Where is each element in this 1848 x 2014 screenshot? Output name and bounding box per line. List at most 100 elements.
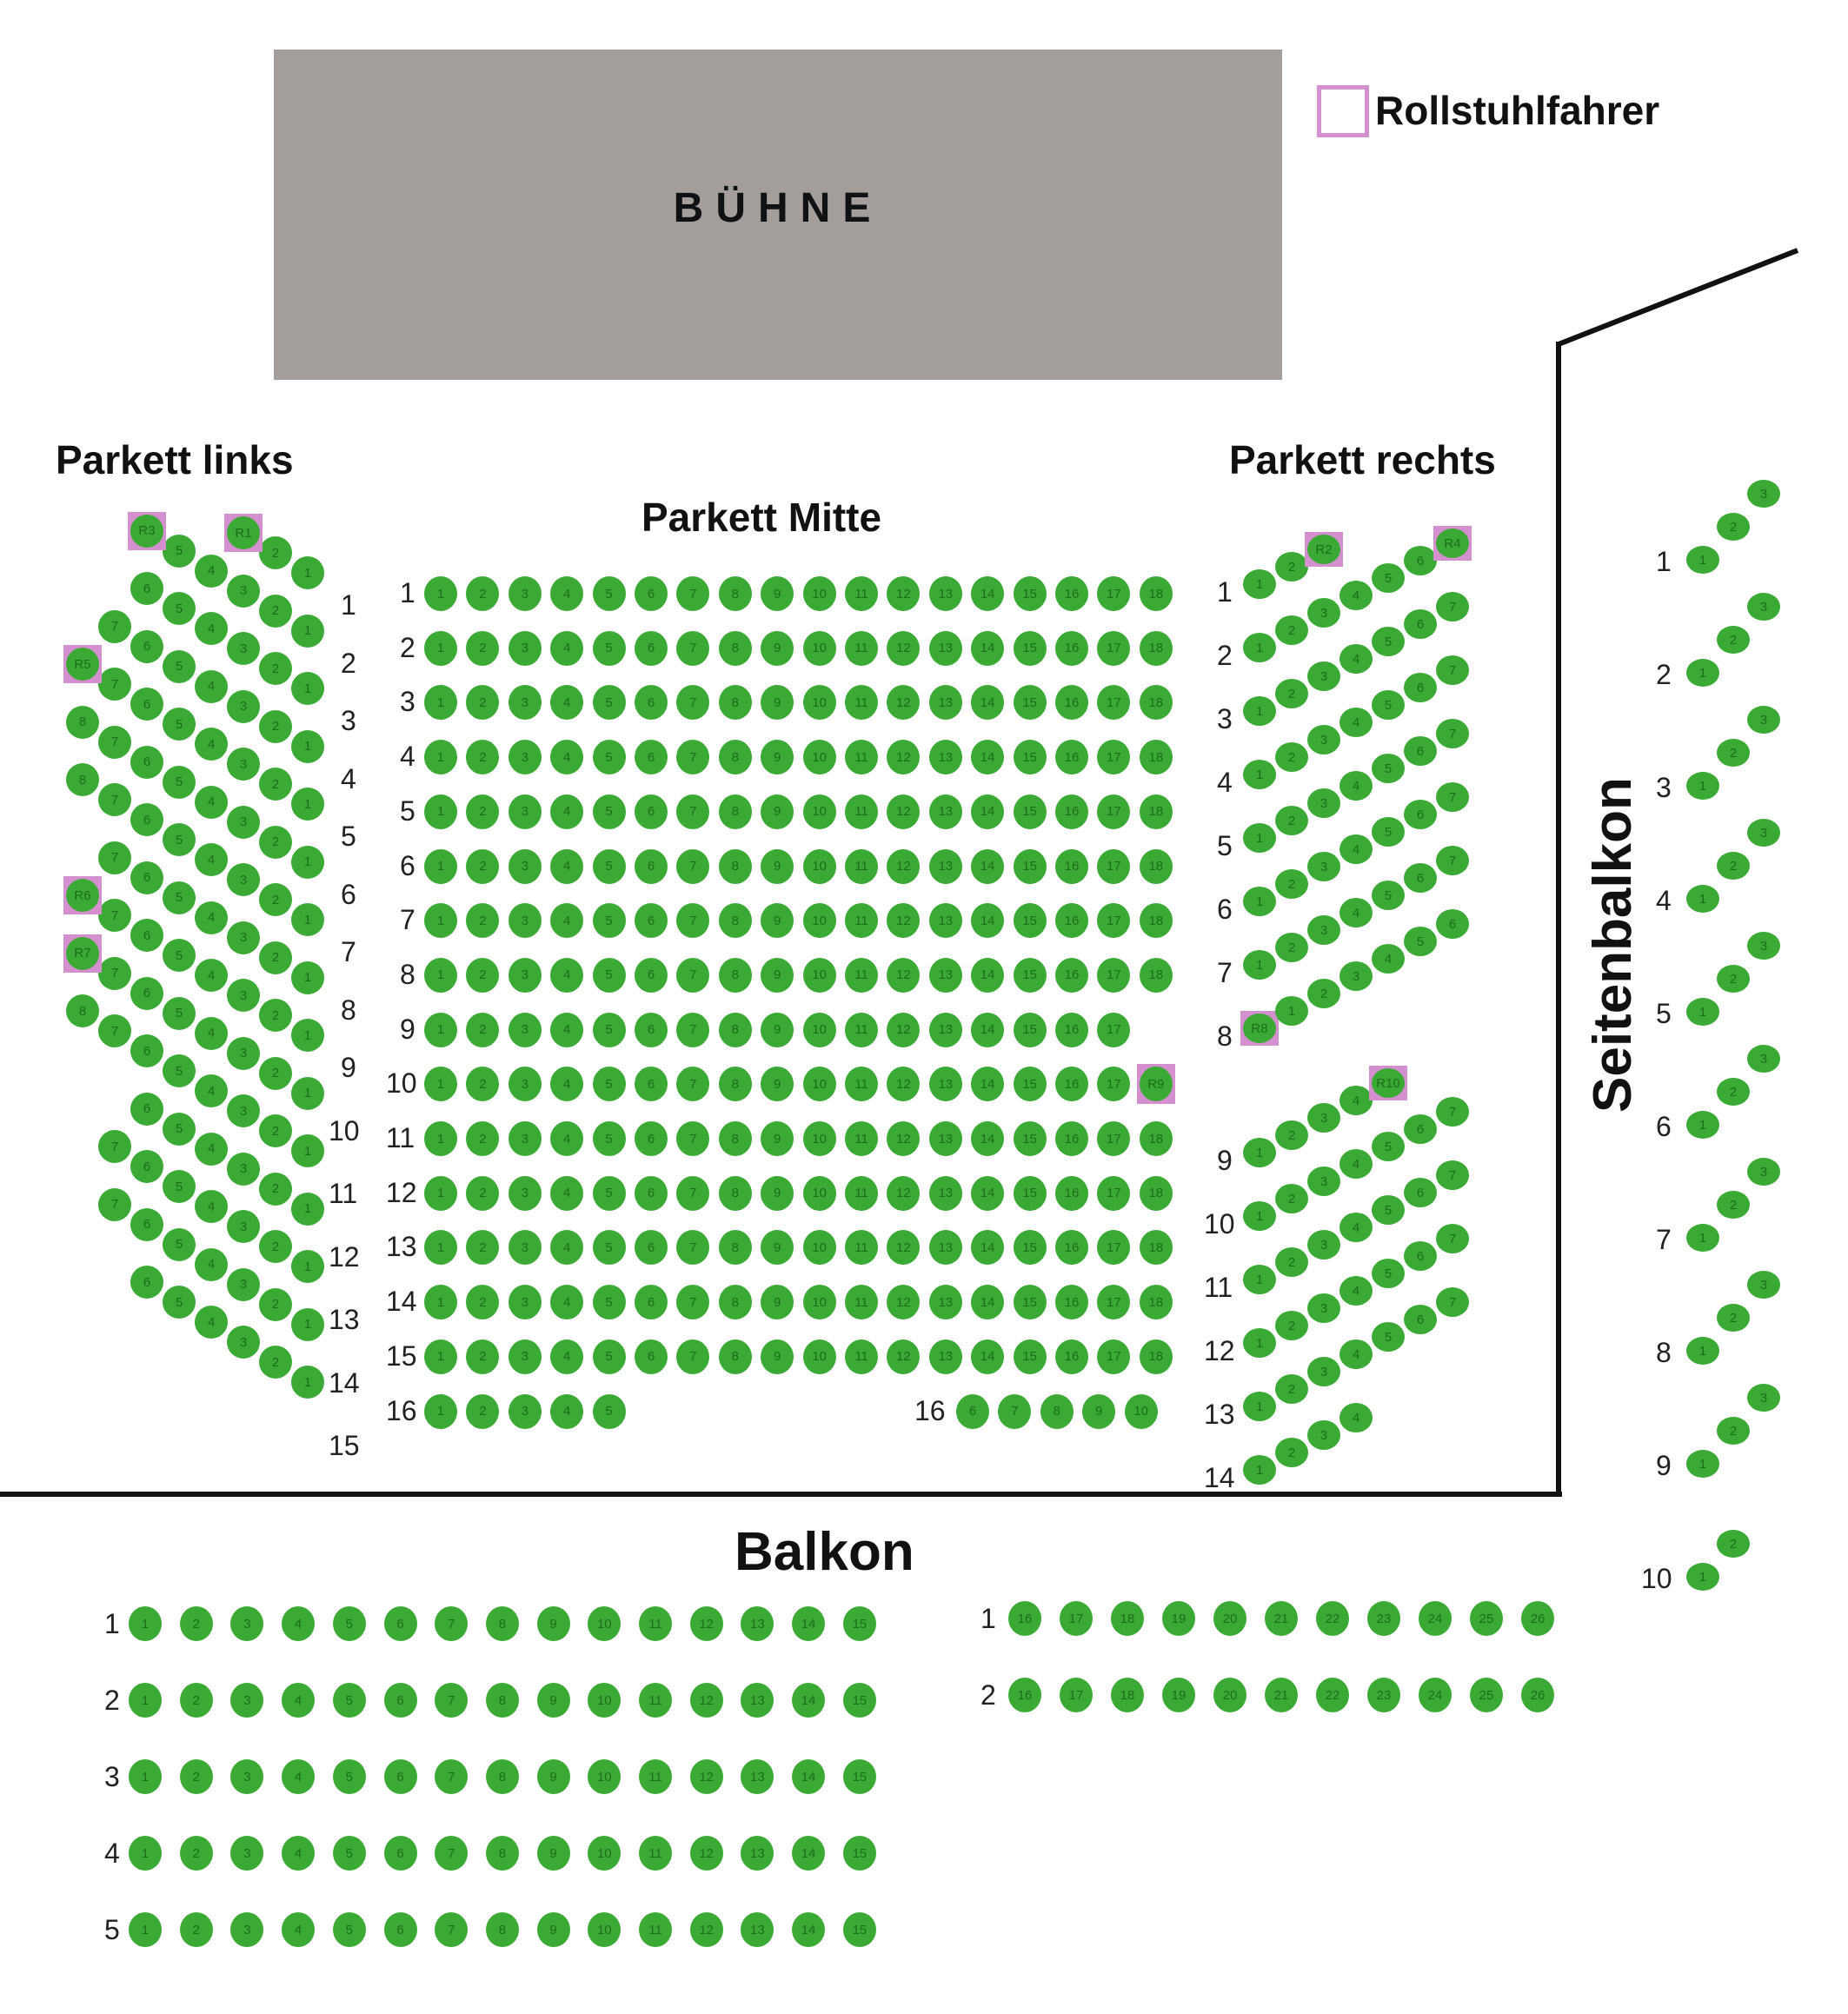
parkett-mitte-seat[interactable]: 3 xyxy=(508,794,542,829)
parkett-links-seat[interactable]: 4 xyxy=(195,669,228,703)
parkett-mitte-seat[interactable]: 15 xyxy=(1013,903,1047,939)
parkett-links-seat[interactable]: 3 xyxy=(227,689,260,723)
parkett-mitte-seat[interactable]: 18 xyxy=(1139,1285,1173,1320)
parkett-mitte-seat[interactable]: 8 xyxy=(718,1175,752,1211)
parkett-mitte-seat[interactable]: 11 xyxy=(845,1067,878,1102)
balkon-seat[interactable]: 3 xyxy=(230,1606,264,1641)
balkon-seat[interactable]: 14 xyxy=(792,1683,826,1718)
parkett-links-seat[interactable]: 3 xyxy=(227,1326,260,1359)
parkett-mitte-seat[interactable]: 7 xyxy=(676,903,710,939)
parkett-mitte-seat[interactable]: 12 xyxy=(887,685,921,721)
balkon-seat[interactable]: 23 xyxy=(1367,1678,1400,1712)
parkett-rechts-seat[interactable]: 4 xyxy=(1339,708,1373,737)
balkon-seat[interactable]: 3 xyxy=(230,1912,264,1947)
parkett-mitte-seat[interactable]: 10 xyxy=(802,1230,836,1266)
parkett-links-seat[interactable]: 1 xyxy=(291,1192,324,1226)
parkett-links-seat[interactable]: 7 xyxy=(98,899,131,932)
parkett-links-seat[interactable]: 3 xyxy=(227,574,260,608)
balkon-seat[interactable]: 11 xyxy=(639,1912,672,1947)
balkon-seat[interactable]: 2 xyxy=(179,1912,213,1947)
balkon-seat[interactable]: 12 xyxy=(689,1912,723,1947)
parkett-rechts-seat[interactable]: 6 xyxy=(1404,1114,1437,1144)
parkett-rechts-seat[interactable]: 4 xyxy=(1339,1339,1373,1369)
parkett-mitte-seat[interactable]: 12 xyxy=(887,1121,921,1156)
parkett-mitte-seat[interactable]: 10 xyxy=(802,1285,836,1320)
parkett-mitte-seat[interactable]: 3 xyxy=(508,1285,542,1320)
parkett-mitte-seat[interactable]: 1 xyxy=(424,1175,457,1211)
parkett-mitte-seat[interactable]: 13 xyxy=(928,740,962,775)
parkett-mitte-seat[interactable]: 1 xyxy=(424,1393,457,1429)
parkett-rechts-seat[interactable]: 4 xyxy=(1339,834,1373,864)
parkett-rechts-seat[interactable]: 3 xyxy=(1307,915,1340,945)
parkett-rechts-seat[interactable]: 7 xyxy=(1436,655,1469,685)
parkett-mitte-seat[interactable]: 13 xyxy=(928,848,962,884)
parkett-mitte-seat[interactable]: 7 xyxy=(676,576,710,611)
seitenbalkon-seat[interactable]: 1 xyxy=(1686,998,1719,1026)
seitenbalkon-seat[interactable]: 2 xyxy=(1717,1304,1750,1332)
parkett-mitte-seat[interactable]: 16 xyxy=(1055,903,1088,939)
parkett-mitte-seat[interactable]: 15 xyxy=(1013,1175,1047,1211)
parkett-mitte-seat[interactable]: 16 xyxy=(1055,1285,1088,1320)
parkett-rechts-seat[interactable]: 1 xyxy=(1243,1455,1276,1485)
balkon-seat[interactable]: 20 xyxy=(1213,1601,1246,1636)
seitenbalkon-seat[interactable]: 1 xyxy=(1686,1337,1719,1365)
parkett-rechts-seat[interactable]: 2 xyxy=(1275,1438,1308,1467)
parkett-rechts-seat[interactable]: 6 xyxy=(1404,863,1437,893)
balkon-seat[interactable]: 9 xyxy=(536,1912,570,1947)
parkett-rechts-seat[interactable]: 5 xyxy=(1404,927,1437,956)
parkett-mitte-seat[interactable]: 15 xyxy=(1013,1285,1047,1320)
parkett-mitte-seat[interactable]: 8 xyxy=(1040,1393,1074,1429)
parkett-mitte-seat[interactable]: 1 xyxy=(424,1339,457,1374)
parkett-rechts-seat[interactable]: 5 xyxy=(1372,1259,1405,1288)
parkett-mitte-seat[interactable]: 16 xyxy=(1055,576,1088,611)
parkett-links-seat[interactable]: 3 xyxy=(227,1267,260,1301)
parkett-mitte-seat[interactable]: 10 xyxy=(802,903,836,939)
parkett-mitte-seat[interactable]: 12 xyxy=(887,1285,921,1320)
parkett-rechts-seat[interactable]: 6 xyxy=(1404,546,1437,575)
parkett-mitte-seat[interactable]: 2 xyxy=(466,1067,500,1102)
parkett-mitte-seat[interactable]: R9 xyxy=(1139,1067,1173,1102)
parkett-links-seat[interactable]: 4 xyxy=(195,612,228,645)
parkett-mitte-seat[interactable]: 17 xyxy=(1097,685,1131,721)
parkett-links-seat[interactable]: 4 xyxy=(195,554,228,588)
parkett-rechts-seat[interactable]: 2 xyxy=(1275,1247,1308,1277)
parkett-links-seat[interactable]: 3 xyxy=(227,1152,260,1186)
parkett-links-seat[interactable]: 3 xyxy=(227,632,260,665)
parkett-links-seat[interactable]: 2 xyxy=(259,709,292,743)
parkett-mitte-seat[interactable]: 10 xyxy=(802,1121,836,1156)
parkett-mitte-seat[interactable]: 2 xyxy=(466,1012,500,1047)
balkon-seat[interactable]: 11 xyxy=(639,1606,672,1641)
parkett-rechts-seat[interactable]: 4 xyxy=(1339,644,1373,674)
balkon-seat[interactable]: 12 xyxy=(689,1683,723,1718)
parkett-mitte-seat[interactable]: 15 xyxy=(1013,957,1047,993)
parkett-rechts-seat[interactable]: 6 xyxy=(1436,909,1469,939)
parkett-links-seat[interactable]: 6 xyxy=(130,629,163,663)
balkon-seat[interactable]: 9 xyxy=(536,1836,570,1871)
parkett-mitte-seat[interactable]: 16 xyxy=(1055,1339,1088,1374)
parkett-mitte-seat[interactable]: 14 xyxy=(971,794,1005,829)
parkett-mitte-seat[interactable]: 15 xyxy=(1013,794,1047,829)
parkett-links-seat[interactable]: 6 xyxy=(130,1150,163,1183)
parkett-mitte-seat[interactable]: 3 xyxy=(508,1339,542,1374)
parkett-mitte-seat[interactable]: 7 xyxy=(676,848,710,884)
parkett-mitte-seat[interactable]: 3 xyxy=(508,1067,542,1102)
balkon-seat[interactable]: 13 xyxy=(741,1759,774,1794)
parkett-mitte-seat[interactable]: 10 xyxy=(802,848,836,884)
parkett-mitte-seat[interactable]: 16 xyxy=(1055,1230,1088,1266)
seitenbalkon-seat[interactable]: 3 xyxy=(1747,1271,1780,1299)
seitenbalkon-seat[interactable]: 2 xyxy=(1717,852,1750,880)
parkett-mitte-seat[interactable]: 17 xyxy=(1097,1175,1131,1211)
parkett-links-seat[interactable]: 1 xyxy=(291,903,324,936)
parkett-mitte-seat[interactable]: 18 xyxy=(1139,1121,1173,1156)
parkett-mitte-seat[interactable]: 9 xyxy=(761,1175,794,1211)
seitenbalkon-seat[interactable]: 3 xyxy=(1747,1158,1780,1186)
parkett-mitte-seat[interactable]: 16 xyxy=(1055,740,1088,775)
parkett-rechts-seat[interactable]: 6 xyxy=(1404,800,1437,829)
parkett-rechts-seat[interactable]: 4 xyxy=(1339,1213,1373,1242)
parkett-links-seat[interactable]: 1 xyxy=(291,788,324,821)
parkett-mitte-seat[interactable]: 2 xyxy=(466,1393,500,1429)
parkett-mitte-seat[interactable]: 12 xyxy=(887,1175,921,1211)
parkett-mitte-seat[interactable]: 12 xyxy=(887,630,921,666)
parkett-links-seat[interactable]: 5 xyxy=(163,1170,196,1203)
parkett-rechts-seat[interactable]: 5 xyxy=(1372,627,1405,656)
